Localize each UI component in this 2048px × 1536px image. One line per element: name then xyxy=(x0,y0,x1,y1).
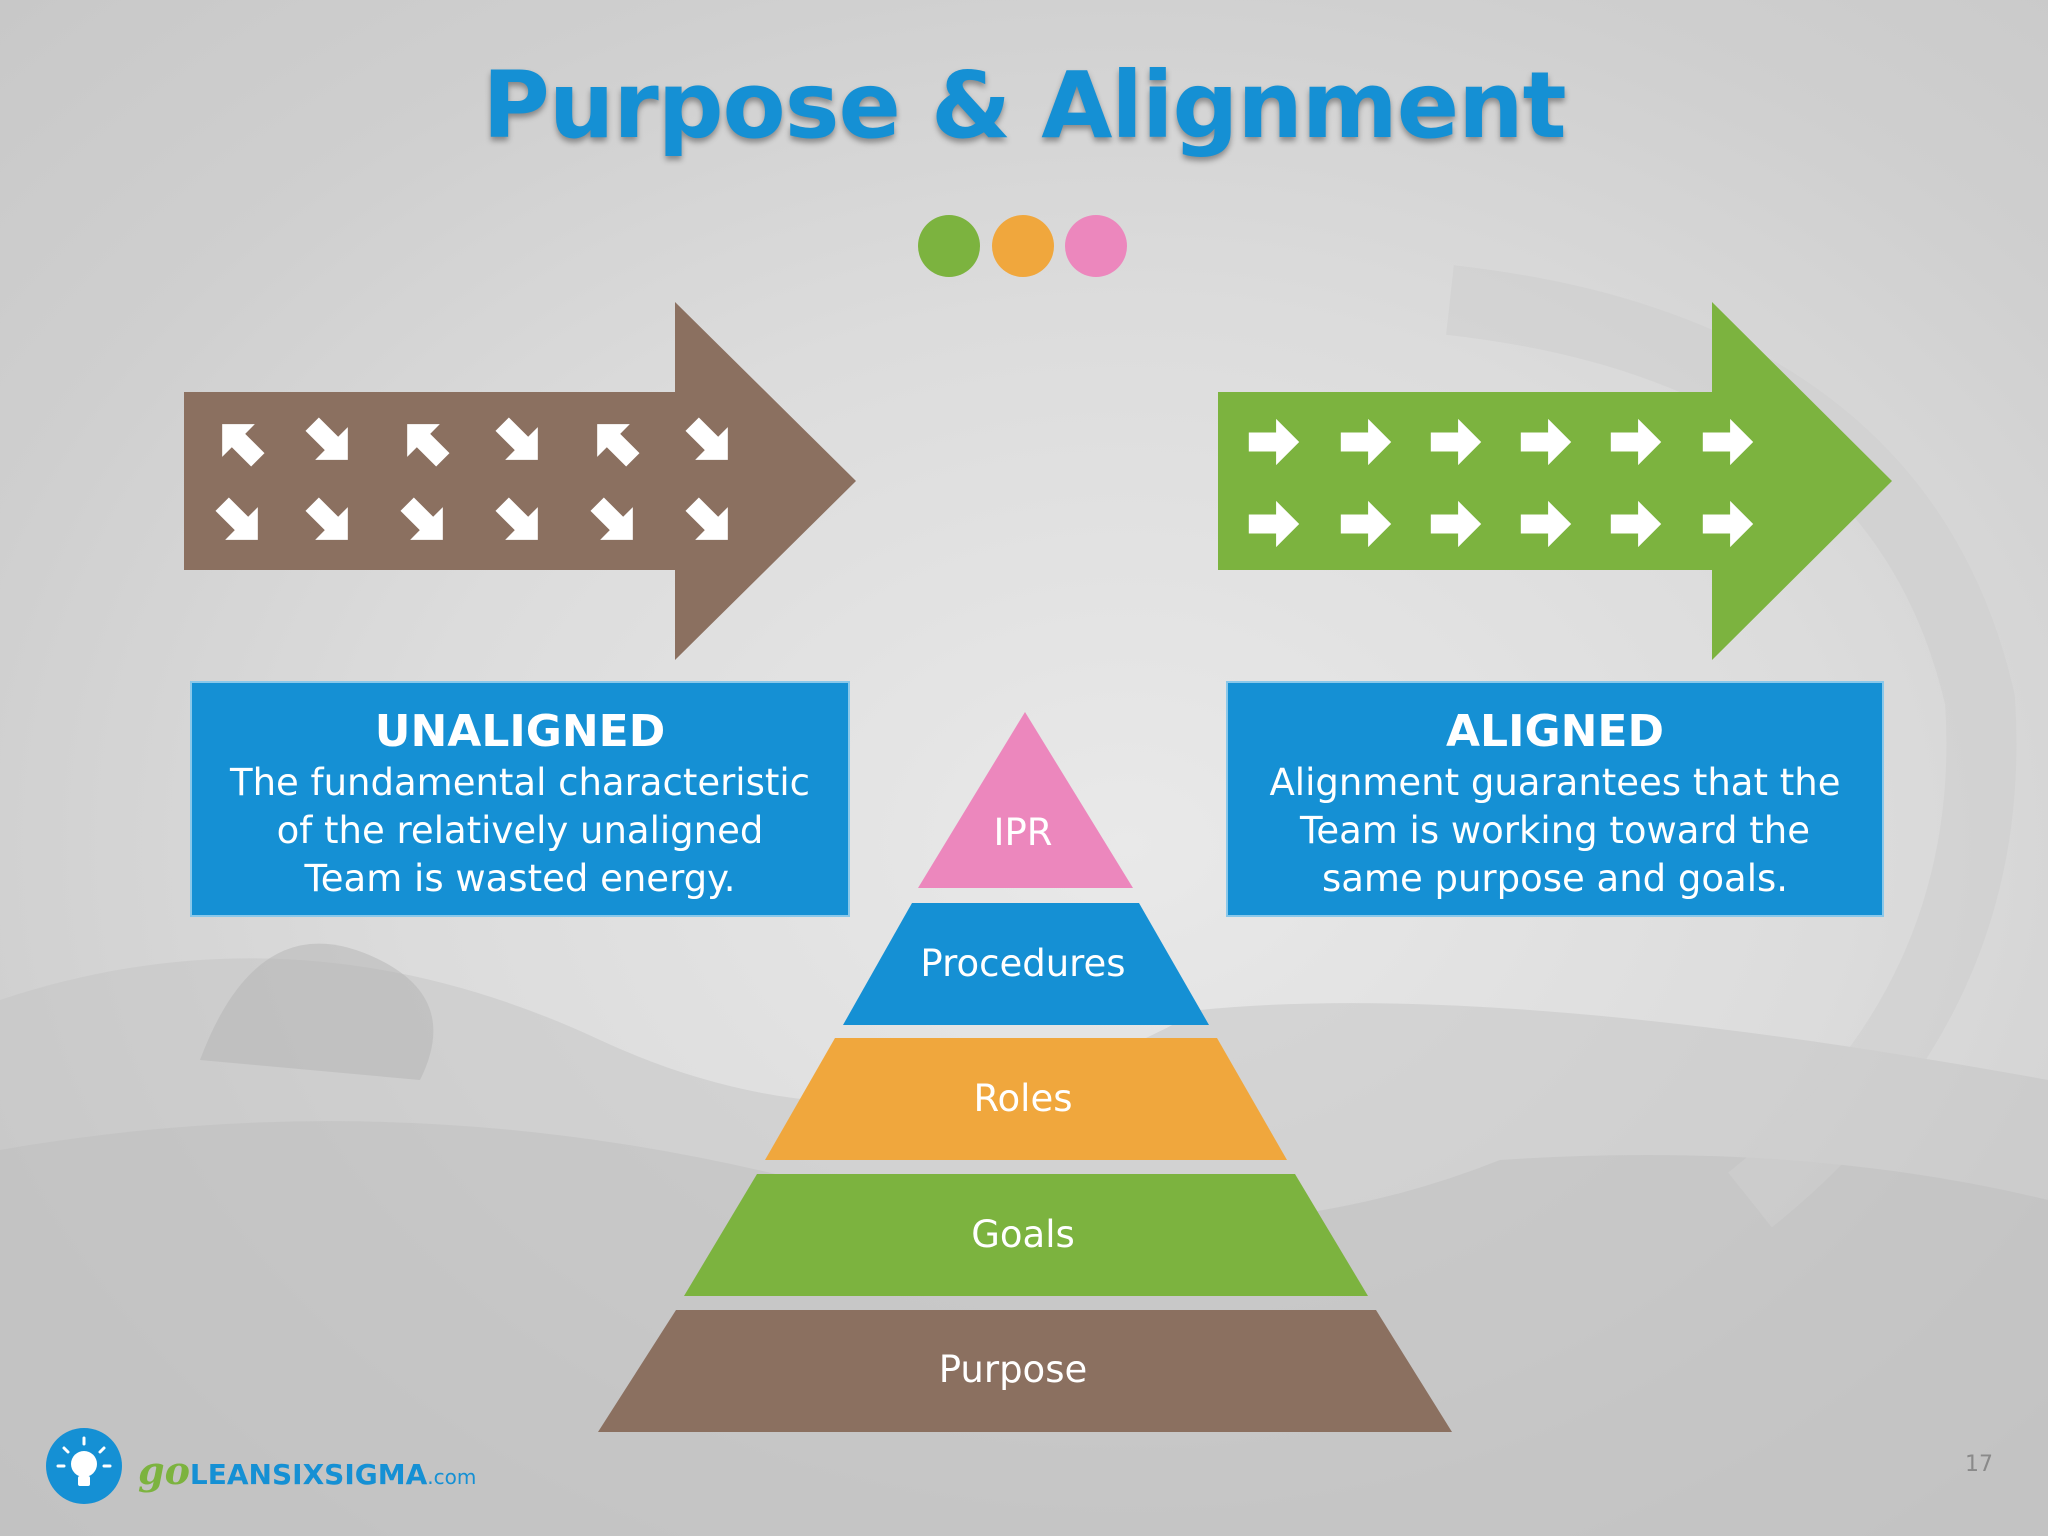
right-arrow-icon xyxy=(1430,418,1482,466)
scattered-arrow-icon xyxy=(305,497,348,540)
aligned-text-line-3: same purpose and goals. xyxy=(1321,857,1789,900)
pyramid-tier-goals xyxy=(684,1174,1368,1296)
right-arrow-icon xyxy=(1610,500,1662,548)
pink-dot xyxy=(1065,215,1127,277)
right-arrow-icon xyxy=(1610,418,1662,466)
scattered-arrow-icon xyxy=(685,417,728,460)
unaligned-heading: UNALIGNED xyxy=(374,706,666,757)
right-arrow-icon xyxy=(1520,418,1572,466)
aligned-heading: ALIGNED xyxy=(1446,706,1664,757)
logo-suffix: .com xyxy=(427,1465,477,1489)
lightbulb-icon xyxy=(46,1428,122,1504)
right-arrow-icon xyxy=(1340,500,1392,548)
unaligned-text-line-2: of the relatively unaligned xyxy=(276,809,764,852)
right-arrow-icon xyxy=(1702,418,1754,466)
pyramid-label-procedures: Procedures xyxy=(920,942,1126,985)
pyramid-label-roles: Roles xyxy=(973,1077,1073,1120)
unaligned-arrow-shape xyxy=(184,302,856,660)
scattered-arrow-icon xyxy=(407,424,450,467)
pyramid-diagram xyxy=(598,712,1452,1432)
orange-dot xyxy=(992,215,1054,277)
scattered-arrow-icons xyxy=(215,417,728,540)
page-number: 17 xyxy=(1965,1452,1993,1477)
brand-logo-text: goLEANSIXSIGMA.com xyxy=(138,1448,476,1493)
scattered-arrow-icon xyxy=(495,417,538,460)
scattered-arrow-icon xyxy=(590,497,633,540)
right-arrow-icon xyxy=(1248,500,1300,548)
aligned-arrow xyxy=(1218,302,1892,660)
pyramid-tier-ipr xyxy=(918,712,1133,888)
unaligned-box: UNALIGNED The fundamental characteristic… xyxy=(190,681,850,917)
scattered-arrow-icon xyxy=(400,497,443,540)
pyramid-label-purpose: Purpose xyxy=(938,1348,1088,1391)
pyramid-tier-purpose xyxy=(598,1310,1452,1432)
slide-title: Purpose & Alignment xyxy=(482,52,1566,159)
right-arrow-icon xyxy=(1702,500,1754,548)
green-dot xyxy=(918,215,980,277)
right-arrow-icon xyxy=(1340,418,1392,466)
unaligned-text-line-1: The fundamental characteristic xyxy=(229,761,810,804)
scattered-arrow-icon xyxy=(305,417,348,460)
pyramid-label-ipr: IPR xyxy=(993,811,1053,854)
pyramid-label-goals: Goals xyxy=(971,1213,1075,1256)
scattered-arrow-icon xyxy=(222,424,265,467)
pyramid-tier-procedures xyxy=(843,903,1209,1025)
right-arrow-icon xyxy=(1520,500,1572,548)
logo-name: LEANSIXSIGMA xyxy=(189,1458,428,1491)
scattered-arrow-icon xyxy=(685,497,728,540)
scattered-arrow-icon xyxy=(597,424,640,467)
right-arrow-icon xyxy=(1430,500,1482,548)
aligned-arrow-icons xyxy=(1248,418,1754,548)
unaligned-arrow xyxy=(184,302,856,660)
aligned-box: ALIGNED Alignment guarantees that the Te… xyxy=(1226,681,1884,917)
scattered-arrow-icon xyxy=(495,497,538,540)
pyramid-tier-roles xyxy=(765,1038,1287,1160)
unaligned-text-line-3: Team is wasted energy. xyxy=(304,857,736,900)
right-arrow-icon xyxy=(1248,418,1300,466)
scattered-arrow-icon xyxy=(215,497,258,540)
aligned-text-line-1: Alignment guarantees that the xyxy=(1269,761,1841,804)
logo-go: go xyxy=(138,1448,190,1493)
aligned-text-line-2: Team is working toward the xyxy=(1300,809,1810,852)
aligned-arrow-shape xyxy=(1218,302,1892,660)
